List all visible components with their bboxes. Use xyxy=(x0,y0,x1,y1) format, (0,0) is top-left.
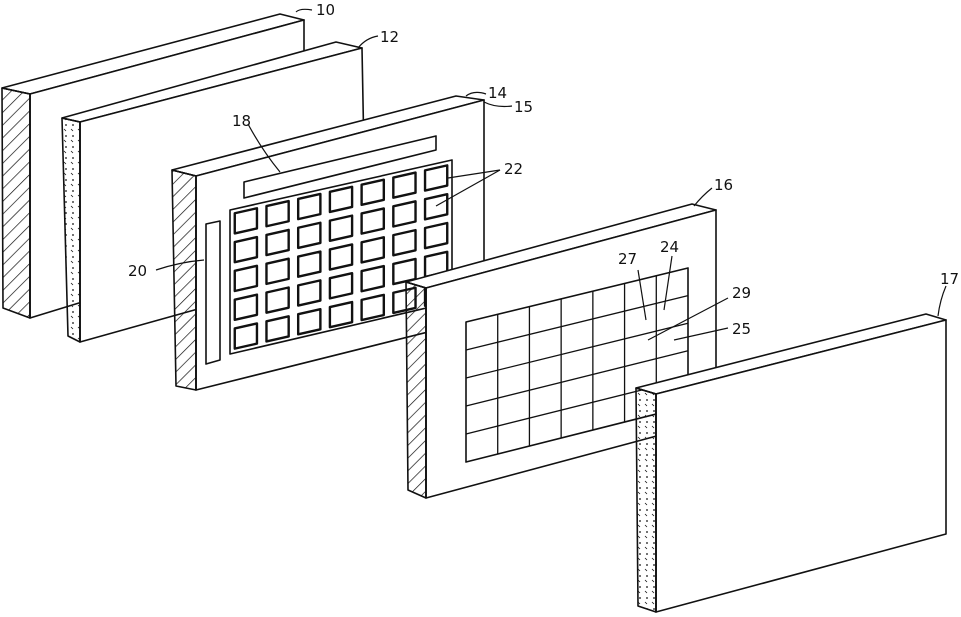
key xyxy=(298,280,320,305)
label-18: 18 xyxy=(232,112,251,130)
key xyxy=(235,323,257,348)
key xyxy=(235,237,257,262)
key xyxy=(266,230,288,255)
key xyxy=(362,266,384,291)
label-14: 14 xyxy=(488,84,507,102)
key xyxy=(362,237,384,262)
key xyxy=(362,208,384,233)
key xyxy=(330,187,352,212)
label-25: 25 xyxy=(732,320,751,338)
key xyxy=(425,223,447,248)
key xyxy=(235,208,257,233)
label-20: 20 xyxy=(128,262,147,280)
key xyxy=(393,230,415,255)
key xyxy=(393,173,415,198)
key xyxy=(362,180,384,205)
label-22: 22 xyxy=(504,160,523,178)
key xyxy=(330,273,352,298)
label-27: 27 xyxy=(618,250,637,268)
key xyxy=(298,309,320,334)
key xyxy=(425,194,447,219)
key xyxy=(330,244,352,269)
key xyxy=(330,216,352,241)
key xyxy=(298,194,320,219)
key xyxy=(266,259,288,284)
label-12: 12 xyxy=(380,28,399,46)
label-29: 29 xyxy=(732,284,751,302)
key xyxy=(425,165,447,190)
key xyxy=(298,252,320,277)
key xyxy=(298,223,320,248)
key xyxy=(235,295,257,320)
key xyxy=(393,201,415,226)
key xyxy=(266,201,288,226)
key xyxy=(266,316,288,341)
key xyxy=(235,266,257,291)
key xyxy=(266,288,288,313)
label-10: 10 xyxy=(316,1,335,19)
label-16: 16 xyxy=(714,176,733,194)
label-15: 15 xyxy=(514,98,533,116)
key xyxy=(330,302,352,327)
label-24: 24 xyxy=(660,238,679,256)
key xyxy=(362,295,384,320)
label-17: 17 xyxy=(940,270,959,288)
